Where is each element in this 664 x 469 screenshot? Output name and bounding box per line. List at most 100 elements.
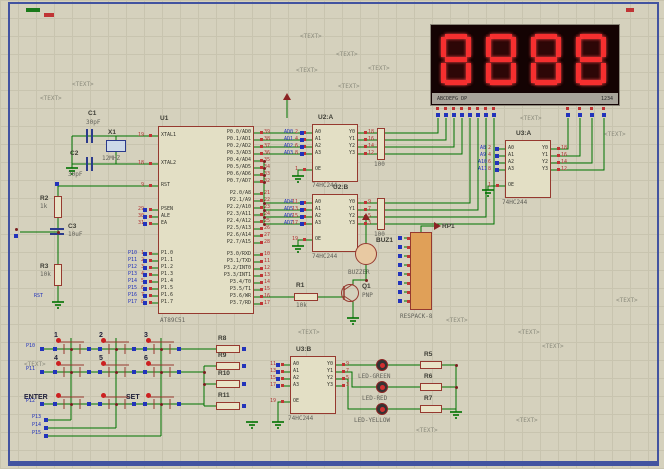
terminal-square	[578, 113, 582, 117]
terminal-square	[398, 290, 402, 294]
resistor-R2[interactable]	[54, 196, 62, 218]
resistor-R11[interactable]	[216, 402, 240, 410]
text-placeholder: <TEXT>	[338, 83, 360, 90]
resistor-R3[interactable]	[54, 264, 62, 286]
pin-number: 22	[264, 197, 271, 203]
pin-name: P1.1	[161, 257, 174, 263]
buzzer-BUZ1[interactable]	[355, 243, 377, 265]
keypad-button-3[interactable]	[144, 337, 180, 357]
net-label: A10	[478, 159, 488, 165]
pin-square	[444, 107, 447, 110]
button-dot[interactable]	[146, 361, 151, 366]
resistor-ref: R1	[296, 282, 305, 289]
keypad-button-2[interactable]	[99, 337, 135, 357]
junction-dot	[262, 180, 266, 184]
crystal-ref: X1	[108, 129, 116, 136]
resistor-R10[interactable]	[216, 380, 240, 388]
button-dot[interactable]	[146, 393, 151, 398]
pin-name: Y2	[348, 143, 355, 149]
resistor-R6[interactable]	[420, 383, 442, 391]
pin-end-square	[260, 199, 263, 202]
terminal-square	[398, 272, 402, 276]
transistor-Q1[interactable]	[341, 284, 359, 302]
pin-end-square	[303, 168, 306, 171]
ic-body-U3:B[interactable]	[290, 356, 336, 414]
pin-number: 18	[368, 129, 375, 135]
capacitor-C1[interactable]	[91, 129, 93, 143]
pin-name: XTAL1	[161, 132, 177, 138]
respack-RP1[interactable]	[410, 232, 432, 310]
pin-name: OE	[293, 398, 300, 404]
crystal-X1[interactable]	[106, 140, 126, 152]
text-placeholder: <TEXT>	[72, 81, 94, 88]
button-dot[interactable]	[146, 338, 151, 343]
button-dot[interactable]	[101, 361, 106, 366]
pin-name: A0	[315, 199, 322, 205]
ic-body-U3:A[interactable]	[505, 140, 551, 198]
pin-name: P3.6/WR	[229, 293, 251, 299]
capacitor-C3[interactable]	[50, 228, 64, 230]
pin-end-square	[149, 280, 152, 283]
capacitor-C1[interactable]	[86, 129, 88, 143]
seven-segment-display[interactable]: ABCDEFG DP 1234	[430, 24, 620, 106]
resistor-network[interactable]	[377, 128, 385, 160]
pin-end-square	[303, 152, 306, 155]
terminal-square	[143, 222, 147, 226]
capacitor-C3[interactable]	[50, 233, 64, 235]
button-dot[interactable]	[56, 361, 61, 366]
pin-end-square	[342, 363, 345, 366]
terminal-square	[143, 294, 147, 298]
pin-end-square	[496, 184, 499, 187]
segment	[490, 57, 512, 62]
resistor-R9[interactable]	[216, 362, 240, 370]
resistor-R7[interactable]	[420, 405, 442, 413]
net-label: P15	[128, 285, 138, 291]
terminal-square	[300, 208, 304, 212]
button-dot[interactable]	[101, 338, 106, 343]
keypad-button-ENTER[interactable]	[54, 392, 90, 412]
keypad-button-1[interactable]	[54, 337, 90, 357]
resistor-R1[interactable]	[294, 293, 318, 301]
power-arrow	[362, 213, 370, 220]
keypad-button-6[interactable]	[144, 360, 180, 380]
resistor-R8[interactable]	[216, 345, 240, 353]
terminal-square	[242, 364, 246, 368]
pin-end-square	[149, 273, 152, 276]
terminal-square	[495, 161, 499, 165]
wire	[385, 118, 487, 218]
button-dot[interactable]	[56, 393, 61, 398]
keypad-button-5[interactable]	[99, 360, 135, 380]
pin-number: 17	[269, 382, 276, 388]
terminal-square	[590, 113, 594, 117]
junction-dot	[159, 347, 163, 351]
text-placeholder: <TEXT>	[368, 65, 390, 72]
net-label: P15	[32, 430, 42, 436]
pin-end-square	[557, 168, 560, 171]
junction-dot	[69, 370, 73, 374]
button-dot[interactable]	[101, 393, 106, 398]
button-dot[interactable]	[56, 338, 61, 343]
capacitor-C2[interactable]	[91, 157, 93, 171]
keypad-button-4[interactable]	[54, 360, 90, 380]
ic-body-U2:A[interactable]	[312, 124, 358, 182]
pin-end-square	[303, 201, 306, 204]
terminal-square	[143, 266, 147, 270]
terminal-square	[276, 377, 280, 381]
net-label: A9	[480, 152, 487, 158]
keypad-button-SET[interactable]	[144, 392, 180, 412]
text-placeholder: <TEXT>	[516, 417, 538, 424]
text-placeholder: <TEXT>	[298, 329, 320, 336]
resistor-network[interactable]	[377, 198, 385, 230]
resistor-R5[interactable]	[420, 361, 442, 369]
pin-number: 12	[368, 150, 375, 156]
junction-dot	[262, 159, 266, 163]
capacitor-C2[interactable]	[86, 157, 88, 171]
pin-name: P0.1/AD1	[226, 136, 251, 142]
ic-body-U1[interactable]	[158, 126, 254, 314]
pin-number: 8	[294, 150, 298, 156]
pin-number: 18	[137, 160, 144, 166]
ic-body-U2:B[interactable]	[312, 194, 358, 252]
net-label: AD0	[284, 129, 294, 135]
terminal-square	[398, 299, 402, 303]
